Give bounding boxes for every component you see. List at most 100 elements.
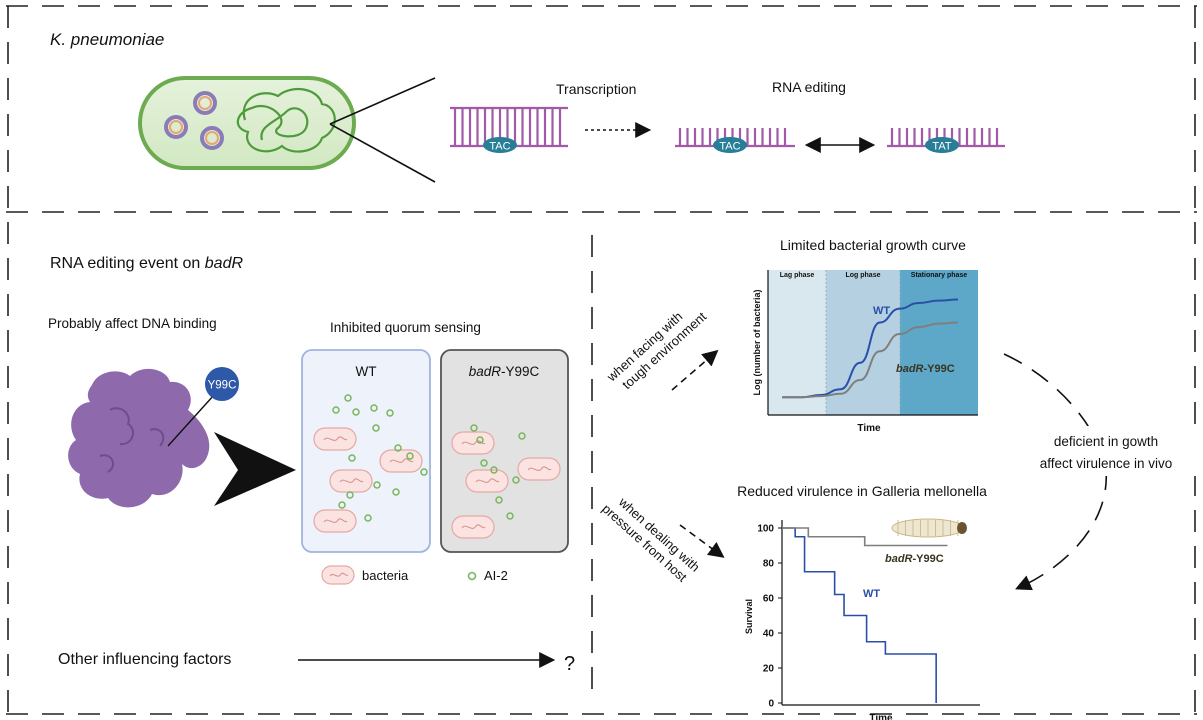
ai2-dot: [506, 512, 514, 520]
ai2-dot: [394, 444, 402, 452]
editing-event-title: RNA editing event on badR: [50, 255, 243, 272]
dna-codon: TAC: [489, 141, 510, 153]
growth-xlabel: Time: [857, 423, 881, 434]
legend-ai2-label: AI-2: [484, 568, 508, 583]
growth-ylabel: Log (number of bacteria): [752, 289, 762, 395]
ai2-dot: [338, 501, 346, 509]
survival-legend-wt: WT: [863, 588, 880, 600]
survival-xlabel: Time: [869, 713, 893, 720]
bacterium-icon: [451, 431, 495, 455]
survival-ytick: 40: [763, 629, 775, 640]
survival-series-line: [782, 527, 937, 703]
mutant-box: [440, 349, 569, 553]
ai2-dot: [370, 404, 378, 412]
growth-series-line: [781, 321, 959, 399]
question-mark: ?: [564, 653, 575, 675]
ai2-dot: [420, 468, 428, 476]
phase-band: [826, 270, 900, 415]
mutant-box-label: badR-Y99C: [469, 364, 540, 379]
bacterium-icon: [313, 509, 357, 533]
codon-badge: [483, 137, 517, 153]
ai2-dot: [373, 481, 381, 489]
survival-chart: Reduced virulence in Galleria mellonella…: [737, 483, 987, 720]
ai2-dot: [348, 454, 356, 462]
galleria-larva-icon: [891, 518, 967, 538]
ai2-dot: [332, 406, 340, 414]
edited-codon: TAT: [932, 141, 951, 153]
bacterium-icon: [379, 449, 423, 473]
quorum-title: Inhibited quorum sensing: [330, 320, 481, 335]
ai2-dot: [346, 491, 354, 499]
plasmid-icon: [164, 115, 188, 139]
survival-ytick: 100: [757, 524, 774, 535]
badr-protein-icon: [68, 368, 210, 508]
ai2-dot: [518, 432, 526, 440]
phase-label: Log phase: [845, 272, 880, 279]
deficient-line2: affect virulence in vivo: [1040, 456, 1173, 471]
bacteria-legend-icon: [321, 565, 355, 585]
survival-ytick: 0: [768, 699, 774, 710]
host-pressure-note: when dealing with pressure from host: [599, 494, 702, 585]
growth-chart-title: Limited bacterial growth curve: [780, 237, 966, 253]
organism-label: K. pneumoniae: [50, 30, 164, 49]
deficient-curved-arrow: [1003, 353, 1107, 591]
rna-codon: TAC: [719, 141, 740, 153]
transcription-label: Transcription: [556, 81, 636, 97]
ai2-dot: [386, 409, 394, 417]
growth-legend-wt: WT: [873, 305, 890, 317]
phase-label: Lag phase: [780, 272, 815, 279]
wt-box-label: WT: [356, 364, 377, 379]
codon-badge: [713, 137, 747, 153]
plasmid-icon: [193, 91, 217, 115]
dna-binding-label: Probably affect DNA binding: [48, 316, 217, 331]
survival-ytick: 60: [763, 594, 775, 605]
rna-editing-label: RNA editing: [772, 79, 846, 95]
other-factors-label: Other influencing factors: [58, 651, 231, 668]
growth-legend-mutant: badR-Y99C: [896, 363, 955, 375]
ai2-dot: [352, 408, 360, 416]
phase-label: Stationary phase: [911, 272, 968, 279]
ai2-legend-icon: [467, 571, 477, 581]
wt-box: [301, 349, 431, 553]
phase-band: [900, 270, 978, 415]
tough-environment-arrow: [671, 349, 719, 391]
bacterium-icon: [329, 469, 373, 493]
panel-borders: [6, 5, 1197, 715]
dna-ladder-icon: [450, 106, 568, 148]
ai2-dot: [490, 466, 498, 474]
ai2-dot: [406, 452, 414, 460]
survival-legend-mutant: badR-Y99C: [885, 553, 944, 565]
plasmid-icon: [200, 126, 224, 150]
bacterium-icon: [313, 427, 357, 451]
tough-environment-note: when facing with tough environment: [603, 309, 709, 392]
legend-bacteria-label: bacteria: [362, 568, 409, 583]
bacterium-icon: [451, 515, 495, 539]
bacterium-cell: [138, 76, 356, 170]
ai2-dot: [344, 394, 352, 402]
deficient-line1: deficient in gowth: [1054, 434, 1158, 449]
ai2-dot: [480, 459, 488, 467]
ai2-dot: [495, 496, 503, 504]
bacterium-icon: [465, 469, 509, 493]
survival-series-line: [782, 527, 948, 547]
mutation-label: Y99C: [208, 380, 237, 392]
survival-ytick: 20: [763, 664, 775, 675]
ai2-dot: [476, 436, 484, 444]
ai2-dot: [512, 476, 520, 484]
deficient-note-bg: [1018, 426, 1196, 476]
ai2-dot: [392, 488, 400, 496]
codon-badge: [925, 137, 959, 153]
survival-chart-title: Reduced virulence in Galleria mellonella: [737, 483, 987, 499]
big-arrow-icon: [214, 432, 296, 506]
survival-ylabel: Survival: [744, 599, 754, 634]
ai2-dot: [372, 424, 380, 432]
survival-ytick: 80: [763, 559, 775, 570]
phase-band: [768, 270, 826, 415]
ai2-dot: [364, 514, 372, 522]
bacterium-icon: [517, 457, 561, 481]
chromosome-icon: [236, 87, 336, 153]
host-pressure-arrow: [679, 524, 725, 558]
mutation-badge: [205, 367, 239, 401]
